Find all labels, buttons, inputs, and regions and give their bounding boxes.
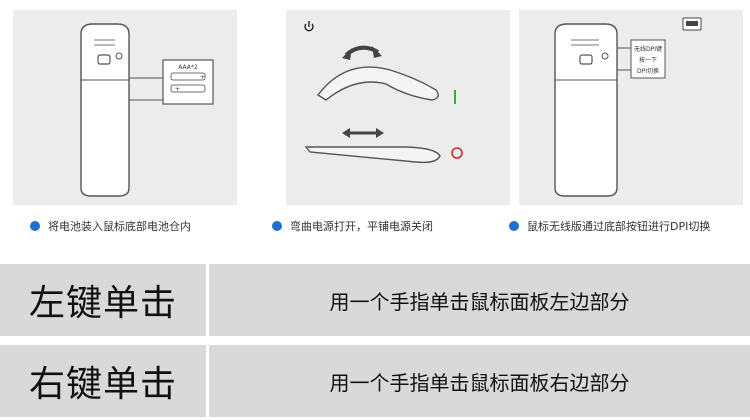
caption-battery: 将电池装入鼠标底部电池仓内 [30, 217, 191, 235]
bullet-icon [509, 221, 519, 231]
slide-arrow-icon [342, 128, 384, 138]
row-key: 左键单击 [28, 283, 177, 324]
row-key: 右键单击 [28, 364, 177, 405]
dpi-note-line-2: 按一下 [639, 56, 657, 64]
dpi-note-line-1: 无线DPI键 [634, 45, 662, 53]
caption-text: 鼠标无线版通过底部按钮进行DPI切换 [527, 220, 711, 233]
mouse-bottom-dpi-illustration: 无线DPI键 按一下 DPI切换 [554, 17, 702, 197]
row-divider [206, 264, 209, 336]
row-description: 用一个手指单击鼠标面板右边部分 [329, 370, 630, 395]
bullet-icon [272, 221, 282, 231]
battery-label: AAA*2 [178, 64, 198, 71]
svg-text:+: + [175, 86, 180, 93]
usb-receiver-icon [682, 17, 702, 31]
battery-install-panel: AAA*2 + + [13, 10, 237, 205]
mouse-bottom-illustration: AAA*2 + + [80, 23, 214, 197]
right-click-row: 右键单击 用一个手指单击鼠标面板右边部分 [0, 345, 750, 417]
caption-text: 将电池装入鼠标底部电池仓内 [48, 220, 191, 233]
caption-text: 弯曲电源打开，平铺电源关闭 [290, 220, 433, 233]
mouse-side-illustration [304, 21, 463, 164]
power-icon [304, 21, 314, 32]
off-indicator [451, 147, 463, 159]
power-switch-panel [286, 10, 510, 205]
caption-dpi: 鼠标无线版通过底部按钮进行DPI切换 [509, 217, 710, 235]
dpi-switch-panel: 无线DPI键 按一下 DPI切换 [519, 10, 743, 205]
caption-power: 弯曲电源打开，平铺电源关闭 [272, 217, 433, 235]
bullet-icon [30, 221, 40, 231]
row-divider [206, 345, 209, 417]
left-click-row: 左键单击 用一个手指单击鼠标面板左边部分 [0, 264, 750, 336]
svg-text:+: + [200, 74, 205, 81]
row-description: 用一个手指单击鼠标面板左边部分 [329, 289, 630, 314]
dpi-note-line-3: DPI切换 [637, 67, 659, 75]
